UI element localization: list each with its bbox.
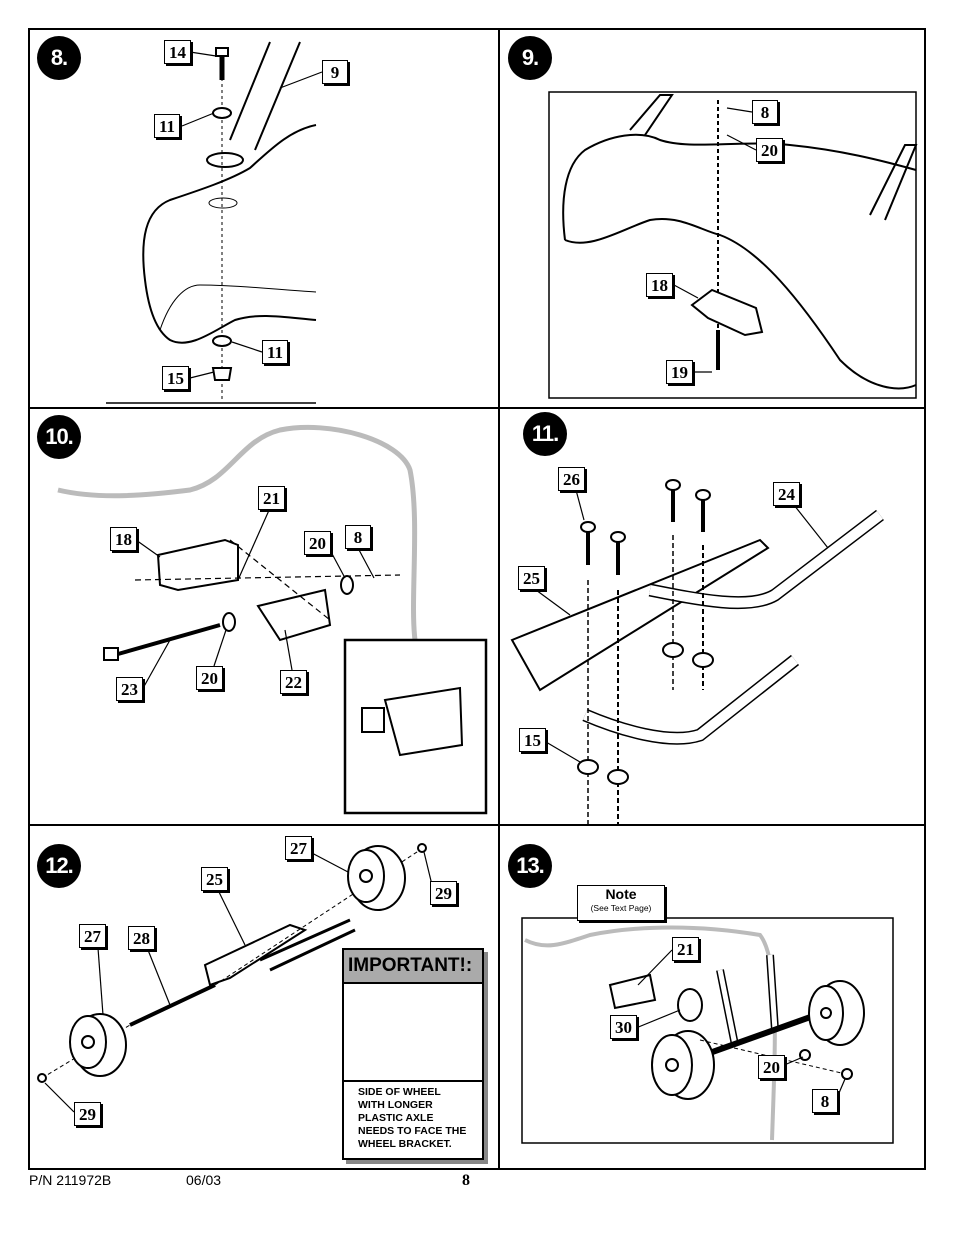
step13-inset-frame	[521, 917, 894, 1144]
part-label: 23	[116, 677, 143, 701]
important-title: IMPORTANT!:	[344, 950, 482, 984]
step9-handle-right	[869, 144, 918, 221]
step12-cap-nut-a	[37, 1073, 47, 1083]
part-label: 28	[128, 926, 155, 950]
step11-nut-b	[607, 769, 629, 785]
part-label: 26	[558, 467, 585, 491]
step10-bracket-18	[156, 538, 239, 592]
page-number: 8	[462, 1172, 470, 1189]
step13-nut-8	[841, 1068, 853, 1080]
step13-seat-ghost	[524, 925, 777, 1141]
part-label: 25	[518, 566, 545, 590]
part-label: 9	[322, 60, 348, 84]
part-label: 21	[672, 937, 699, 961]
step12-bracket-25	[203, 923, 308, 987]
part-label: 27	[79, 924, 106, 948]
step12-wheel-front	[69, 1013, 127, 1077]
part-label: 20	[304, 531, 331, 555]
step-8-badge: 8.	[37, 36, 81, 80]
row-divider-1	[28, 407, 926, 409]
note-title: Note	[605, 886, 637, 902]
step11-nut-c	[662, 642, 684, 658]
part-label: 11	[154, 114, 181, 138]
step12-cap-nut-b	[417, 843, 427, 853]
part-label: 29	[74, 1102, 101, 1126]
step-10-badge: 10.	[37, 415, 81, 459]
part-label: 25	[201, 867, 228, 891]
part-label: 30	[610, 1015, 637, 1039]
step13-wheel-front	[651, 1030, 715, 1100]
step8-seat-inner	[159, 284, 317, 331]
step8-bar-foot	[206, 152, 244, 168]
part-label: 19	[666, 360, 693, 384]
part-label: 20	[758, 1055, 785, 1079]
part-label: 18	[110, 527, 137, 551]
step11-nut-a	[577, 759, 599, 775]
step12-wheel-back	[347, 845, 406, 911]
step9-handle-left	[629, 94, 674, 136]
row-divider-2	[28, 824, 926, 826]
step10-bolt-23	[103, 647, 119, 661]
part-label: 14	[164, 40, 191, 64]
part-label: 8	[345, 525, 371, 549]
part-label: 18	[646, 273, 673, 297]
important-notice: IMPORTANT!: SIDE OF WHEEL WITH LONGER PL…	[342, 948, 484, 1160]
step-11-badge: 11.	[523, 412, 567, 456]
part-label: 11	[262, 340, 289, 364]
part-label: 8	[752, 100, 778, 124]
step8-handlebar	[229, 41, 301, 151]
part-number: P/N 211972B	[29, 1172, 112, 1188]
step11-bracket-25	[510, 538, 770, 692]
step13-washer-30	[677, 988, 703, 1022]
step-12-badge: 12.	[37, 844, 81, 888]
part-label: 20	[756, 138, 783, 162]
step9-seat-outline	[562, 133, 917, 390]
step-9-badge: 9.	[508, 36, 552, 80]
step13-axle	[688, 1007, 832, 1063]
important-text: SIDE OF WHEEL WITH LONGER PLASTIC AXLE N…	[344, 1080, 482, 1158]
step13-wheel-back	[808, 980, 865, 1046]
note-subtitle: (See Text Page)	[590, 903, 652, 913]
step10-washer-20	[222, 612, 236, 632]
step8-seat-outline	[142, 124, 317, 344]
part-label: 8	[812, 1089, 838, 1113]
part-label: 15	[519, 728, 546, 752]
step11-nut-d	[692, 652, 714, 668]
step13-bracket-21	[608, 973, 657, 1010]
step10-bracket-22	[256, 588, 332, 642]
part-label: 22	[280, 670, 307, 694]
step10-washer-20b	[340, 575, 354, 595]
step8-nut-15	[211, 367, 233, 381]
step9-bracket-18	[690, 288, 764, 337]
part-label: 27	[285, 836, 312, 860]
note-box: Note (See Text Page)	[577, 885, 665, 921]
part-label: 29	[430, 881, 457, 905]
revision-date: 06/03	[186, 1172, 222, 1188]
step13-washer-20	[799, 1049, 811, 1061]
step12-axle-28	[129, 983, 216, 1027]
step10-detail-frame	[343, 638, 488, 815]
step11-carriage-bolts	[580, 479, 711, 575]
step10-seat-ghost	[57, 424, 418, 641]
step12-tubes	[259, 918, 356, 972]
step8-washer-11-bottom	[212, 335, 232, 347]
instruction-sheet-frame	[28, 28, 926, 1170]
part-label: 24	[773, 482, 800, 506]
part-label: 21	[258, 486, 285, 510]
step8-washer-11-top	[212, 107, 232, 119]
step9-inset-frame	[548, 91, 917, 399]
step10-detail-bracket	[383, 686, 464, 757]
part-label: 20	[196, 666, 223, 690]
step-13-badge: 13.	[508, 844, 552, 888]
step8-seat-hole	[208, 197, 238, 209]
part-label: 15	[162, 366, 189, 390]
step8-bolt-14	[215, 47, 229, 57]
column-divider	[498, 28, 500, 1170]
